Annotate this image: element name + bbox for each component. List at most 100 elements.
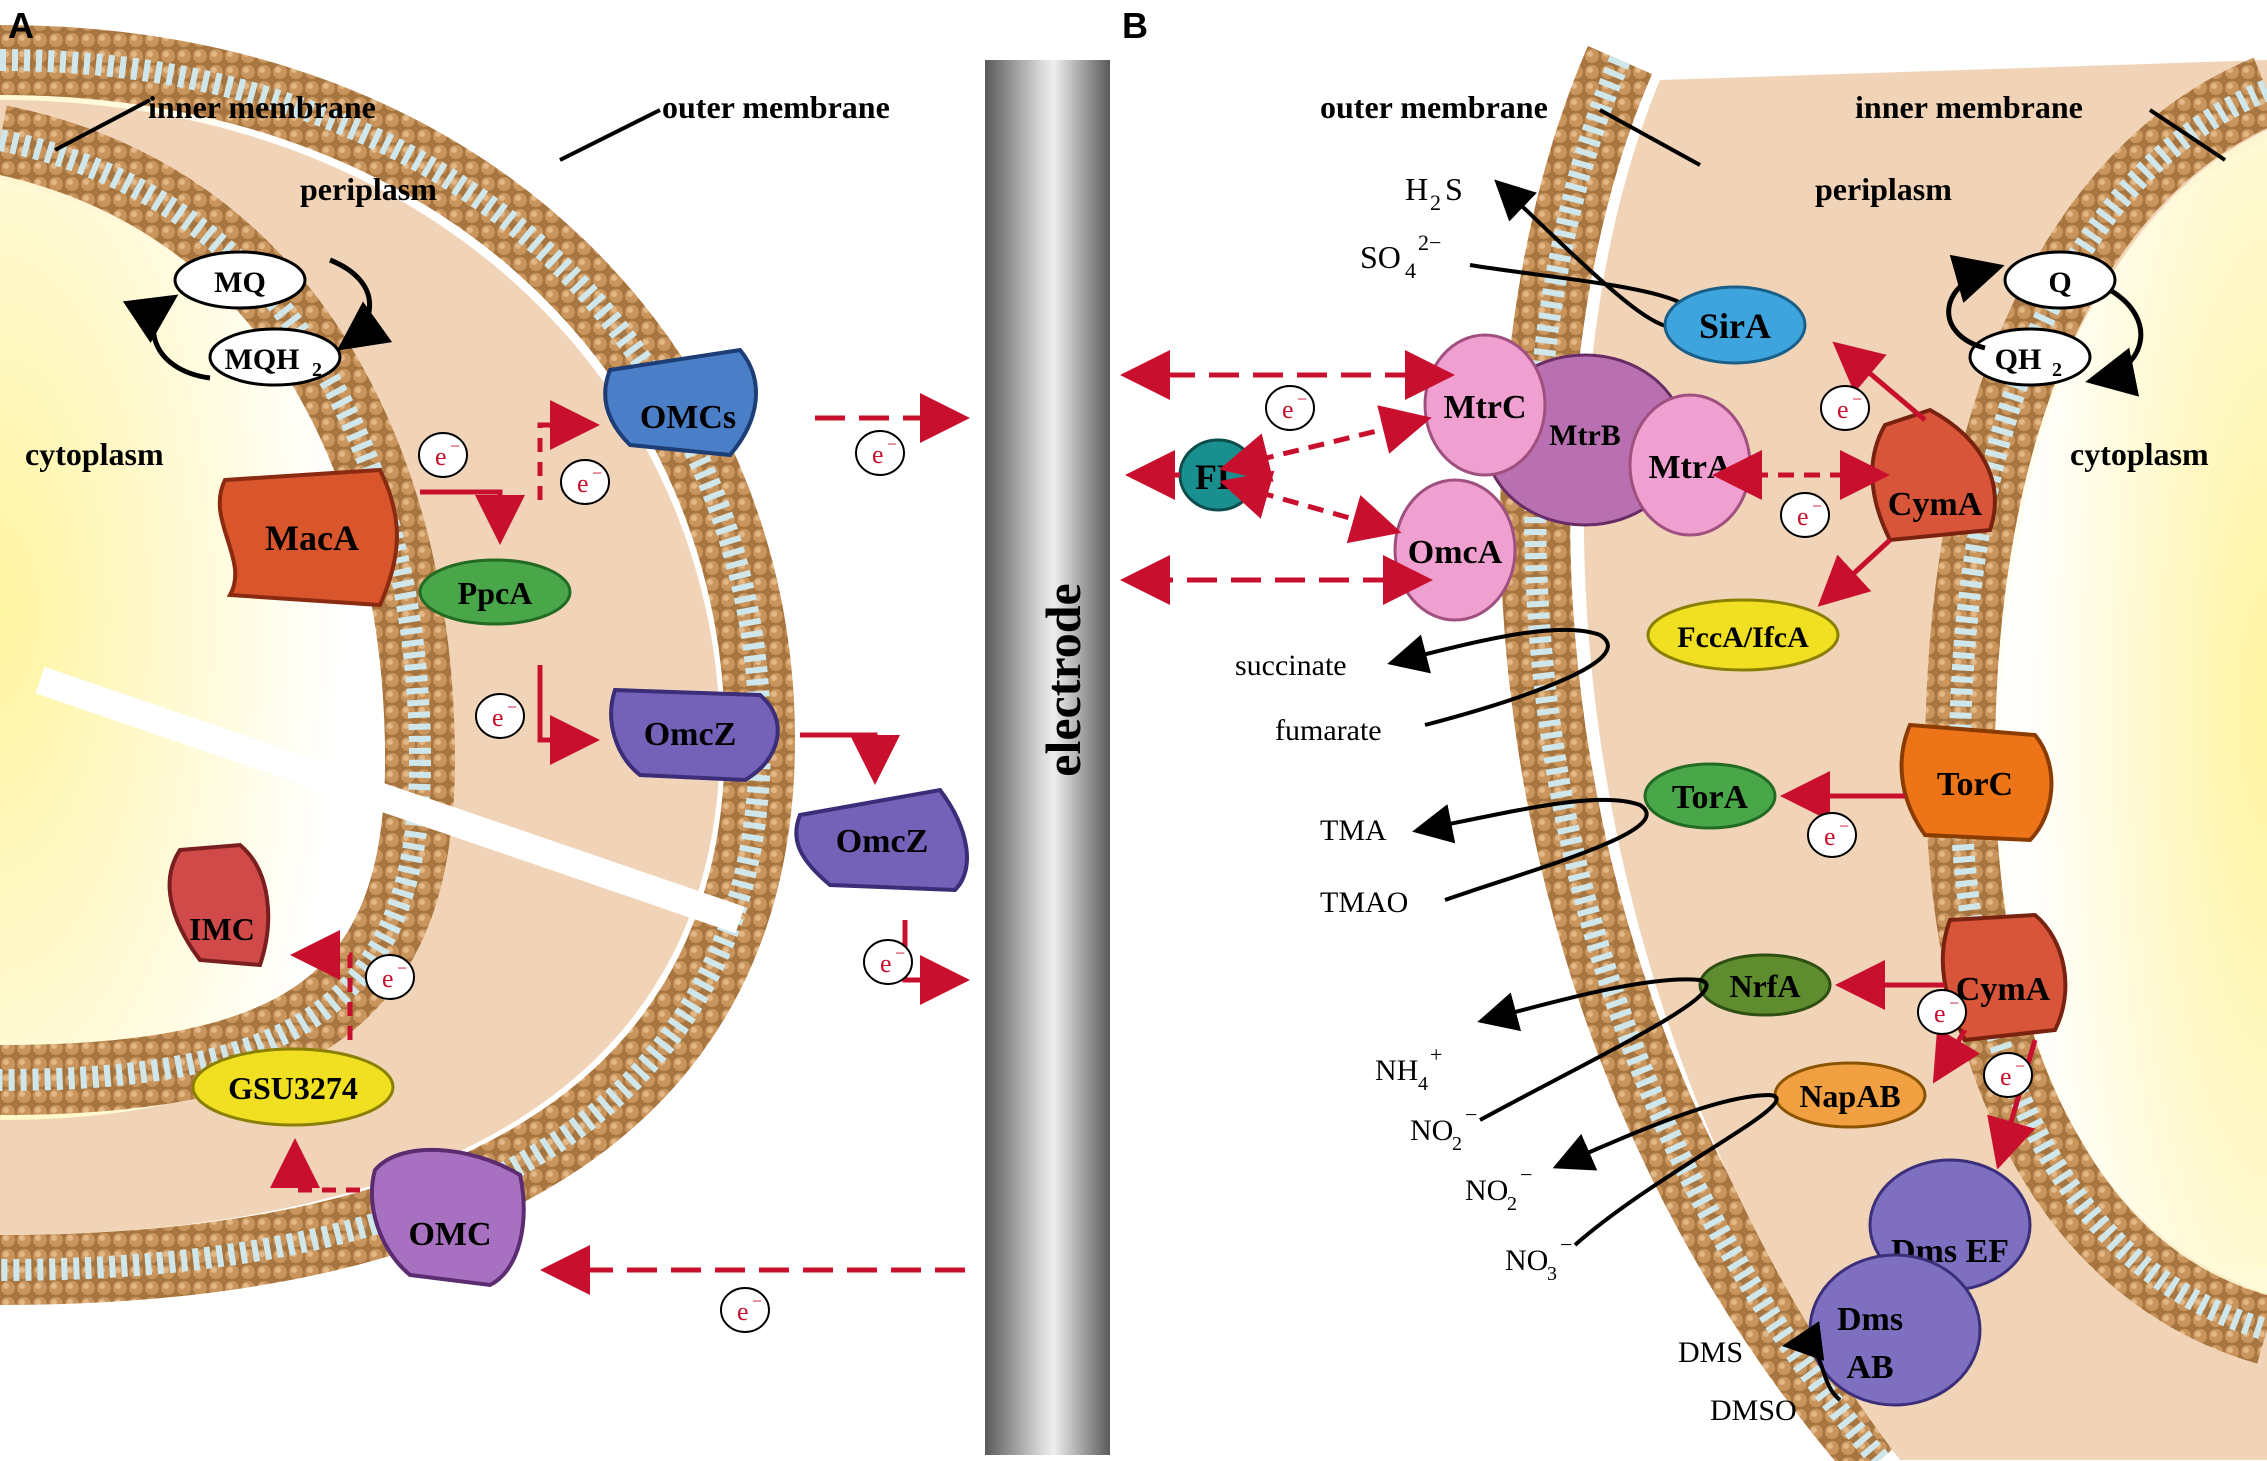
fcca-protein (1646, 598, 1840, 672)
electron-b6-sup: − (2015, 1056, 2025, 1076)
electron-a6: e (382, 964, 394, 993)
no2b-label: NO (1465, 1174, 1508, 1207)
arrow-maca-ppca (420, 489, 525, 545)
q-ellipse (2003, 250, 2117, 310)
mqh2-ellipse (208, 327, 342, 387)
inner-membrane-a-pointer (54, 98, 151, 152)
tmao-label: TMAO (1320, 886, 1408, 919)
outer-membrane-a-label: outer membrane (662, 89, 890, 125)
napab-label: NapAB (1799, 1078, 1900, 1114)
q-cycle-arrow-left (1946, 254, 2005, 351)
cyma-bottom-protein (1940, 912, 2068, 1043)
dms-label: DMS (1678, 1336, 1743, 1369)
periplasm-a-label: periplasm (300, 171, 437, 207)
q-cycle-arrow-right (2085, 287, 2144, 397)
arrow-cyma-napab (1932, 1027, 1981, 1084)
no2b-superscript: − (1520, 1162, 1532, 1187)
electron-a1-sup: − (450, 436, 460, 456)
inner-membrane-b-pointer (2148, 108, 2227, 162)
omc-protein (370, 1147, 526, 1288)
no2a-superscript: − (1465, 1102, 1477, 1127)
mtra-label: MtrA (1648, 449, 1732, 486)
arrow-fl-omca (1219, 470, 1402, 544)
arrow-omcz-electrode (902, 920, 970, 1005)
omcs-label: OMCs (640, 399, 736, 436)
gsu3274-label: GSU3274 (228, 1070, 358, 1106)
h2s-subscript: 2 (1430, 190, 1441, 215)
outer-membrane-b-label: outer membrane (1320, 89, 1548, 125)
h2s-end: S (1445, 171, 1463, 207)
inner-membrane-a-label: inner membrane (148, 89, 376, 125)
electron-a3-sup: − (507, 697, 517, 717)
tora-protein (1643, 762, 1777, 830)
gsu3274-protein (191, 1047, 395, 1127)
tmao-reaction-arrow (1412, 797, 1649, 902)
succinate-label: succinate (1235, 649, 1347, 682)
fl-label: FL (1195, 457, 1241, 497)
dmsab-label-line1: Dms (1837, 1301, 1903, 1338)
electron-a7-sup: − (752, 1291, 762, 1311)
arrow-cyma-dms (1987, 1039, 2038, 1170)
omc-label: OMC (408, 1216, 491, 1253)
electron-a6-sup: − (397, 958, 407, 978)
omcz-membrane-label: OmcZ (644, 716, 737, 753)
arrow-fl-mtrc (1219, 405, 1432, 482)
panel-b-letter: B (1122, 5, 1148, 46)
no2a-label: NO (1410, 1114, 1453, 1147)
electron-a2: e (577, 469, 589, 498)
nrfa-label: NrfA (1729, 968, 1800, 1004)
mtrc-protein (1423, 333, 1547, 477)
nrfa-protein (1698, 953, 1832, 1017)
electrode-bar (985, 60, 1110, 1455)
mqh2-label: MQH (225, 343, 300, 376)
torc-protein (1899, 722, 2054, 843)
outer-membrane-b-pointer (1599, 108, 1701, 167)
panel-b-arrows (1120, 341, 2038, 1170)
imc-protein (167, 842, 271, 968)
arrow-omcz-omcz (800, 732, 900, 785)
so4-subscript: 4 (1405, 258, 1416, 283)
inner-membrane-b-label: inner membrane (1855, 89, 2083, 125)
tora-label: TorA (1672, 779, 1749, 816)
electron-b6: e (2000, 1062, 2012, 1091)
electrode-label: electrode (1035, 583, 1091, 776)
dmso-label: DMSO (1710, 1394, 1797, 1427)
cytoplasm-b-fill (2000, 130, 2267, 1295)
panel-b-electrons: e − e − e − e − e − e − (1265, 385, 2033, 1098)
omcz-membrane-protein (609, 687, 780, 783)
electron-a3: e (492, 703, 504, 732)
nh4-label: NH (1375, 1054, 1418, 1087)
electron-b2-sup: − (1852, 389, 1862, 409)
so4-superscript: 2− (1418, 230, 1441, 255)
electron-b2: e (1837, 395, 1849, 424)
omcz-free-label: OmcZ (836, 823, 929, 860)
mqh2-subscript: 2 (312, 359, 322, 381)
omcs-protein (603, 347, 758, 458)
electron-a7: e (737, 1297, 749, 1326)
sira-protein (1663, 285, 1807, 365)
dmsab-label-line2: AB (1846, 1349, 1893, 1386)
fumarate-reaction-arrow (1387, 627, 1610, 727)
qh2-label: QH (1995, 343, 2042, 376)
periplasm-a (0, 100, 720, 1235)
arrow-cyma-sira (1832, 341, 1927, 422)
outer-membrane-a-pointer (559, 108, 661, 162)
panel-a-letter: A (8, 5, 34, 46)
mq-cycle-arrow-left (122, 294, 211, 381)
electron-a1: e (435, 442, 447, 471)
qh2-subscript: 2 (2052, 359, 2062, 381)
electron-a2-sup: − (592, 463, 602, 483)
periplasm-b-label: periplasm (1815, 171, 1952, 207)
panel-a-electrons: e − e − e − e − e − e − e − (365, 430, 913, 1333)
q-label: Q (2048, 266, 2071, 299)
arrow-ppca-omcs (537, 400, 600, 500)
tma-label: TMA (1320, 814, 1387, 847)
electron-b3: e (1797, 502, 1809, 531)
cyma-bottom-label: CymA (1956, 971, 2051, 1008)
inner-membrane-a-core (0, 129, 432, 1091)
cyma-top-label: CymA (1888, 486, 1983, 523)
fcca-label: FccA/IfcA (1677, 621, 1809, 654)
mq-ellipse (173, 250, 307, 310)
imc-label: IMC (189, 911, 255, 947)
cytoplasm-a-fill (0, 175, 385, 1045)
